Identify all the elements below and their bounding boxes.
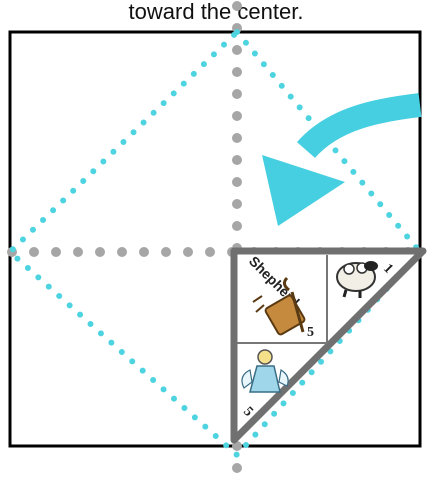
- angel-icon: [241, 349, 289, 393]
- sheep-icon: [336, 261, 378, 298]
- folded-flap: Shepherd 5 1 5: [230, 247, 427, 444]
- curved-arrow-icon: [262, 93, 422, 226]
- diamond-fold-guide: [5, 27, 424, 460]
- card-number-shepherd: 5: [307, 325, 314, 340]
- shepherd-staff-icon: [252, 276, 306, 336]
- flap-triangle: [230, 247, 427, 444]
- instruction-caption: toward the center.: [128, 0, 304, 24]
- paper-outline: [8, 30, 422, 448]
- card-angel: 5: [240, 349, 289, 420]
